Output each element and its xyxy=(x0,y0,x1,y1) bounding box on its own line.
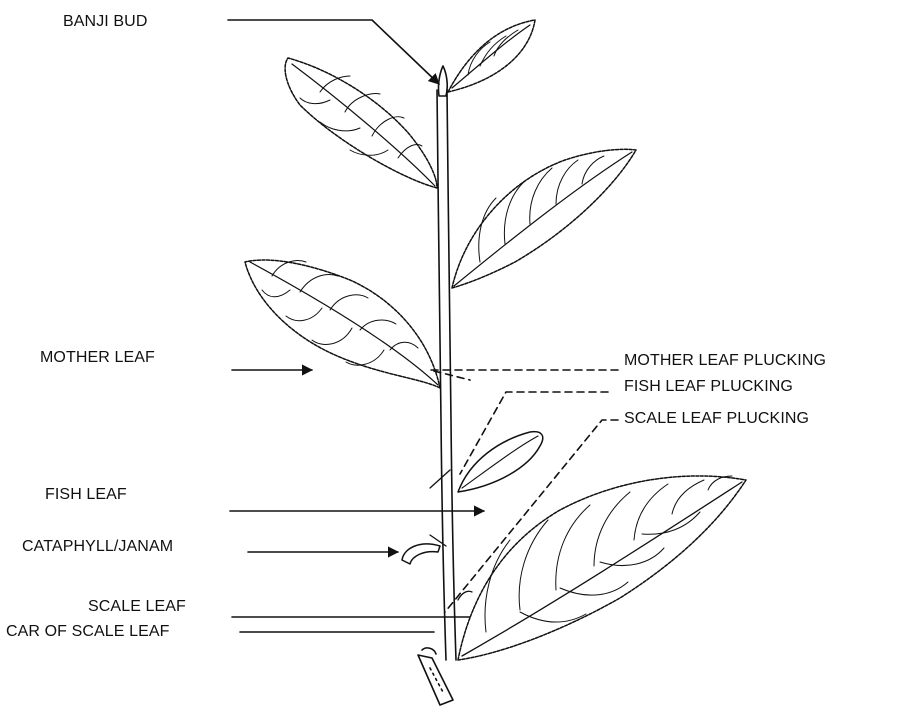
line-scale-leaf-plucking xyxy=(445,420,618,612)
banji-bud xyxy=(438,66,447,96)
label-car-of-scale-leaf: CAR OF SCALE LEAF xyxy=(6,623,170,641)
stem xyxy=(437,90,456,660)
line-fish-leaf-plucking xyxy=(460,392,608,474)
fish-leaf-shape xyxy=(430,432,543,492)
label-banji-bud: BANJI BUD xyxy=(63,13,147,31)
label-scale-leaf: SCALE LEAF xyxy=(88,598,186,616)
label-fish-leaf-plucking: FISH LEAF PLUCKING xyxy=(624,378,793,396)
leaf-upper-left xyxy=(285,58,437,188)
leaf-top-right xyxy=(448,20,535,92)
leaf-lower-right xyxy=(458,476,746,660)
scale-leaf-shape xyxy=(458,591,472,600)
label-cataphyll: CATAPHYLL/JANAM xyxy=(22,538,173,556)
line-mother-leaf-plucking xyxy=(430,370,618,380)
pointer-banji-bud xyxy=(228,20,439,84)
label-mother-leaf: MOTHER LEAF xyxy=(40,349,155,367)
mother-leaf xyxy=(245,260,440,388)
label-mother-leaf-plucking: MOTHER LEAF PLUCKING xyxy=(624,352,826,370)
leaf-middle-right xyxy=(452,149,636,288)
label-fish-leaf: FISH LEAF xyxy=(45,486,127,504)
woody-base xyxy=(418,648,453,705)
cataphyll-shape xyxy=(402,544,440,564)
label-scale-leaf-plucking: SCALE LEAF PLUCKING xyxy=(624,410,809,428)
